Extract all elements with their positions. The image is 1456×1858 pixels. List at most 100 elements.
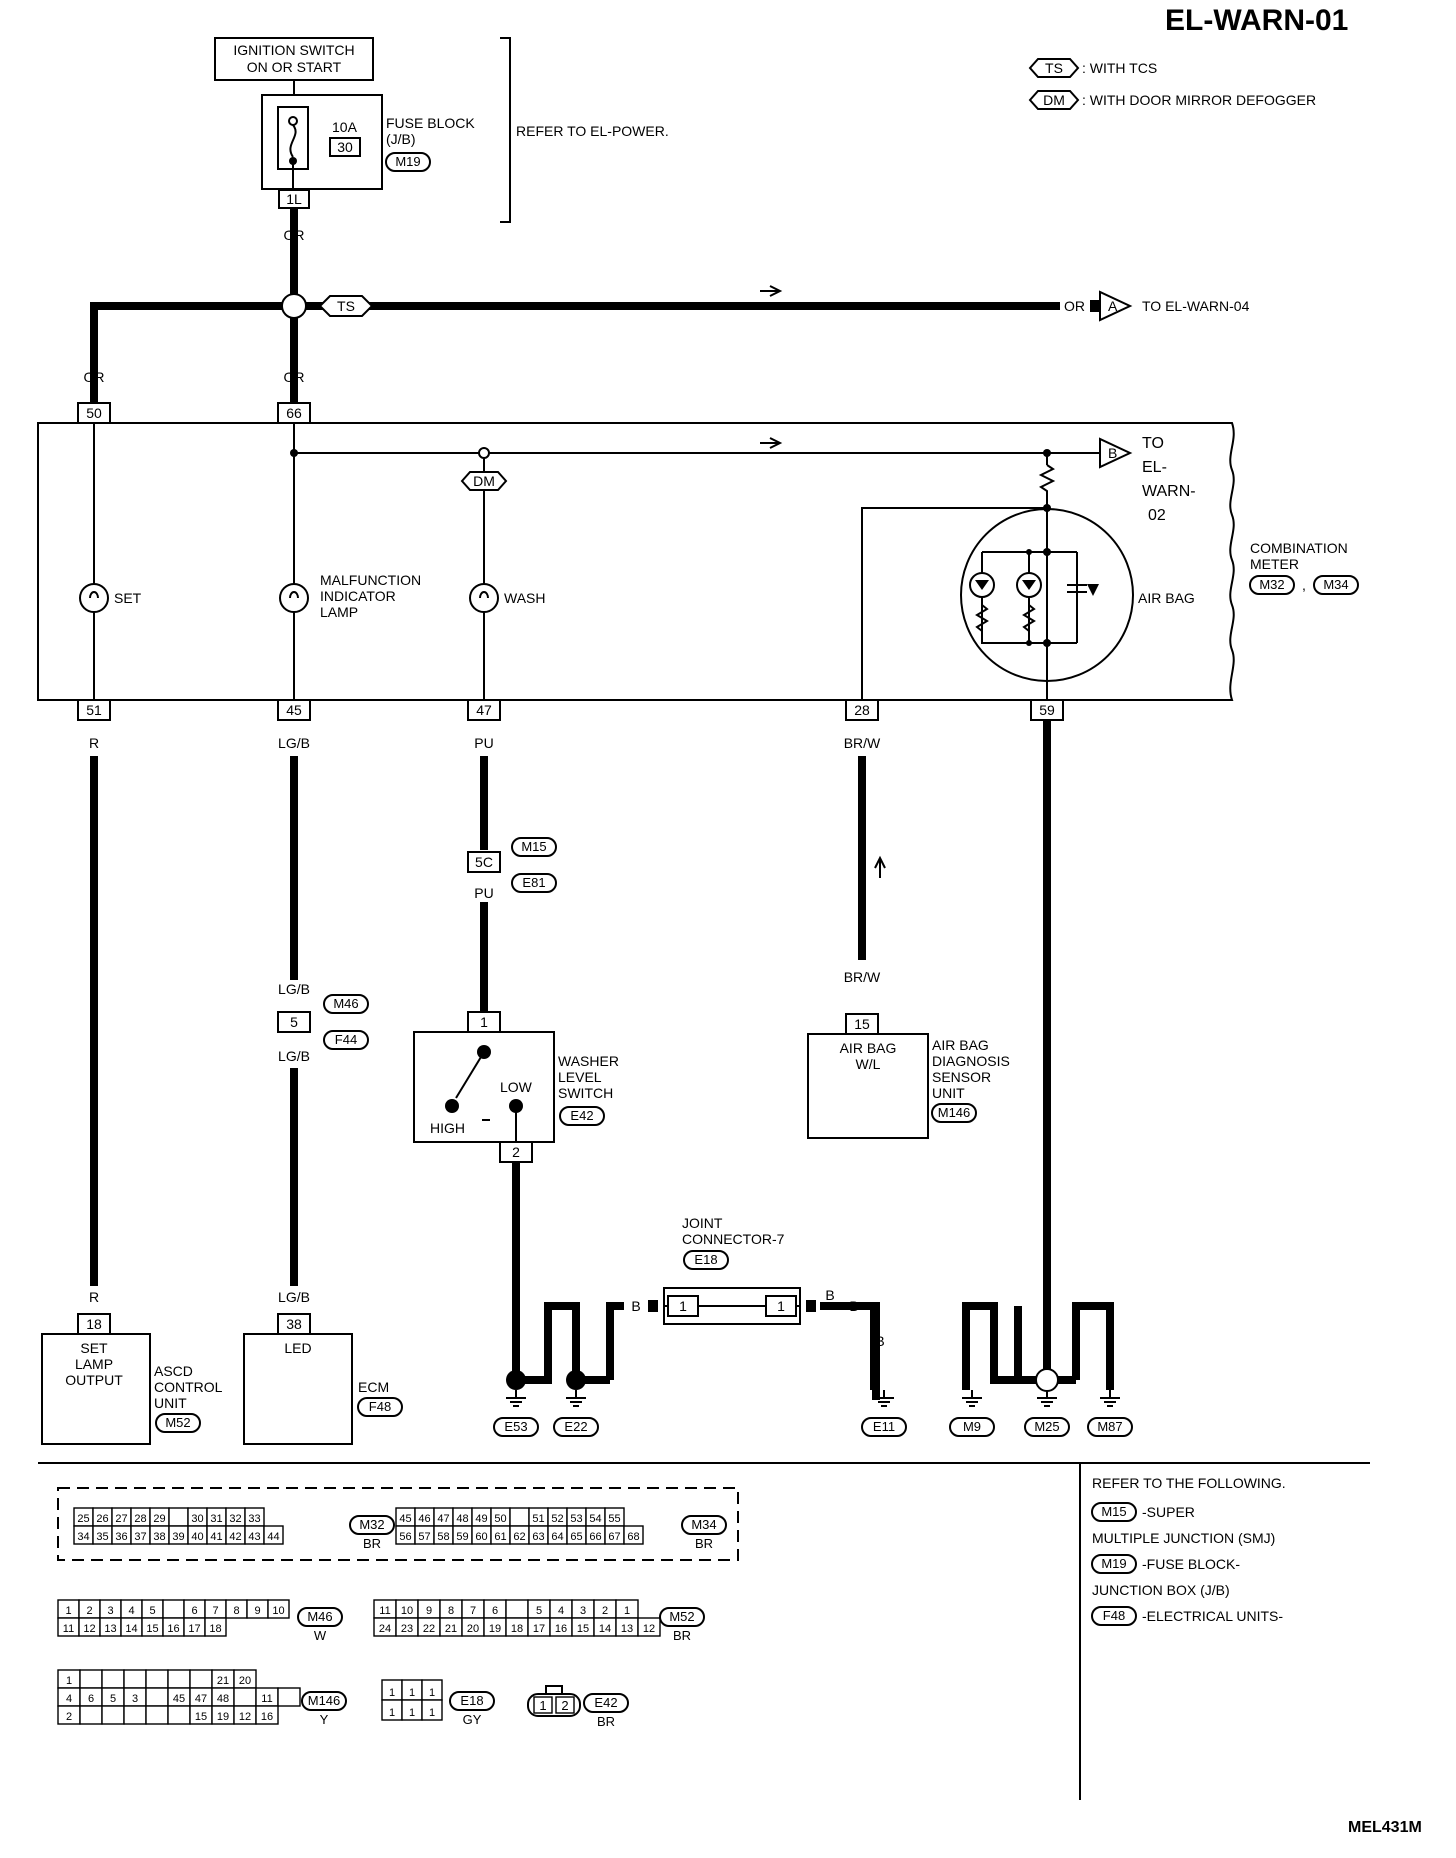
pin-number: 37 bbox=[134, 1531, 146, 1543]
pin-number: 1 bbox=[429, 1707, 435, 1719]
pin-number: 33 bbox=[248, 1513, 260, 1525]
pin-number: 15 bbox=[146, 1623, 158, 1635]
pin-number: 46 bbox=[418, 1513, 430, 1525]
pin-number: 45 bbox=[173, 1693, 185, 1705]
pin-cell bbox=[509, 1507, 530, 1527]
refer-el-power: REFER TO EL-POWER. bbox=[516, 123, 669, 139]
svg-text:LG/B: LG/B bbox=[278, 981, 310, 997]
svg-text:OUTPUT: OUTPUT bbox=[65, 1372, 123, 1388]
wash-lamp-icon bbox=[469, 583, 499, 613]
pin-number: 41 bbox=[210, 1531, 222, 1543]
svg-text:DM: DM bbox=[1043, 92, 1065, 108]
pin-cell bbox=[167, 1669, 191, 1689]
conn-f44: F44 bbox=[335, 1032, 357, 1047]
terminal-51: 51 bbox=[86, 702, 102, 718]
terminal-15: 15 bbox=[854, 1016, 870, 1032]
pin-number: 29 bbox=[153, 1513, 165, 1525]
pin-number: 14 bbox=[125, 1623, 137, 1635]
pin-number: 48 bbox=[217, 1693, 229, 1705]
pin-number: 24 bbox=[379, 1623, 391, 1635]
svg-text:DM: DM bbox=[473, 473, 495, 489]
pin-number: 6 bbox=[492, 1605, 498, 1617]
svg-text:EL-: EL- bbox=[1142, 459, 1167, 476]
pin-number: 3 bbox=[132, 1693, 138, 1705]
svg-text:A: A bbox=[1108, 298, 1118, 314]
ecm-conn: F48 bbox=[369, 1399, 391, 1414]
refer-text: -ELECTRICAL UNITS- bbox=[1142, 1608, 1283, 1624]
ground-e22 bbox=[566, 1390, 586, 1407]
pin-number: 1 bbox=[429, 1687, 435, 1699]
pin-cell bbox=[637, 1617, 661, 1637]
ascd-control-unit-label: ASCD bbox=[154, 1363, 193, 1379]
svg-text:UNIT: UNIT bbox=[932, 1085, 965, 1101]
pin-number: 34 bbox=[77, 1531, 89, 1543]
fuse-block-jb: (J/B) bbox=[386, 131, 416, 147]
pin-number: 5 bbox=[110, 1693, 116, 1705]
pin-number: 18 bbox=[209, 1623, 221, 1635]
svg-text:1: 1 bbox=[777, 1298, 785, 1314]
pin-number: 6 bbox=[88, 1693, 94, 1705]
pin-number: 1 bbox=[389, 1707, 395, 1719]
pin-number: 66 bbox=[589, 1531, 601, 1543]
ground-label: E11 bbox=[873, 1419, 895, 1434]
svg-text:02: 02 bbox=[1148, 507, 1166, 524]
terminal-38: 38 bbox=[286, 1316, 302, 1332]
conn-e81: E81 bbox=[522, 875, 545, 890]
svg-text:BR/W: BR/W bbox=[844, 969, 881, 985]
pin-number: 10 bbox=[401, 1605, 413, 1617]
pin-number: 31 bbox=[210, 1513, 222, 1525]
washer-terminal-1: 1 bbox=[480, 1014, 488, 1030]
ground-e53 bbox=[506, 1390, 526, 1407]
refer-text: -SUPER bbox=[1142, 1504, 1195, 1520]
pin-number: 56 bbox=[399, 1531, 411, 1543]
connector-view-color: GY bbox=[463, 1712, 482, 1727]
pin-number: 9 bbox=[426, 1605, 432, 1617]
airbag-unit-conn: M146 bbox=[938, 1105, 971, 1120]
pin-number: 7 bbox=[470, 1605, 476, 1617]
pin-number: 12 bbox=[239, 1711, 251, 1723]
set-lamp-label: SET bbox=[114, 590, 142, 606]
pin-number: 11 bbox=[261, 1693, 272, 1705]
svg-text:SWITCH: SWITCH bbox=[558, 1085, 613, 1101]
pin-cell bbox=[162, 1599, 185, 1619]
pin-cell bbox=[123, 1669, 147, 1689]
pin-number: 20 bbox=[239, 1675, 251, 1687]
pin-number: 13 bbox=[621, 1623, 633, 1635]
svg-text:B: B bbox=[511, 1333, 520, 1349]
connector-a bbox=[1099, 290, 1133, 322]
pin-number: 1 bbox=[389, 1687, 395, 1699]
terminal-50: 50 bbox=[86, 405, 102, 421]
fuse-number: 30 bbox=[337, 139, 353, 155]
pin-number: 11 bbox=[63, 1623, 74, 1635]
pin-number: 39 bbox=[172, 1531, 184, 1543]
svg-text:PU: PU bbox=[474, 735, 493, 751]
set-lamp-icon bbox=[79, 583, 109, 613]
pin-number: 21 bbox=[217, 1675, 229, 1687]
joint-connector-label: JOINT bbox=[682, 1215, 723, 1231]
pin-number: 19 bbox=[489, 1623, 501, 1635]
pin-number: 15 bbox=[195, 1711, 207, 1723]
pin-number: 15 bbox=[577, 1623, 589, 1635]
refer-text: MULTIPLE JUNCTION (SMJ) bbox=[1092, 1530, 1275, 1546]
ascd-conn: M52 bbox=[165, 1415, 190, 1430]
connector-view-color: Y bbox=[320, 1712, 329, 1727]
svg-text:LAMP: LAMP bbox=[320, 604, 358, 620]
refer-text: JUNCTION BOX (J/B) bbox=[1092, 1582, 1230, 1598]
svg-text:B: B bbox=[543, 1333, 552, 1349]
pin-number: 50 bbox=[494, 1513, 506, 1525]
pin-number: 45 bbox=[399, 1513, 411, 1525]
pin-number: 51 bbox=[532, 1513, 544, 1525]
pin-number: 11 bbox=[379, 1605, 390, 1617]
pin-cell bbox=[233, 1687, 257, 1707]
pin-number: 42 bbox=[229, 1531, 241, 1543]
fuse-block-label: FUSE BLOCK bbox=[386, 115, 475, 131]
pin-number: 7 bbox=[212, 1605, 218, 1617]
washer-terminal-2: 2 bbox=[512, 1144, 520, 1160]
pin-cell bbox=[421, 1699, 443, 1721]
svg-text:TS: TS bbox=[1045, 60, 1063, 76]
svg-text:B: B bbox=[631, 1298, 640, 1314]
pin-number: 43 bbox=[248, 1531, 260, 1543]
